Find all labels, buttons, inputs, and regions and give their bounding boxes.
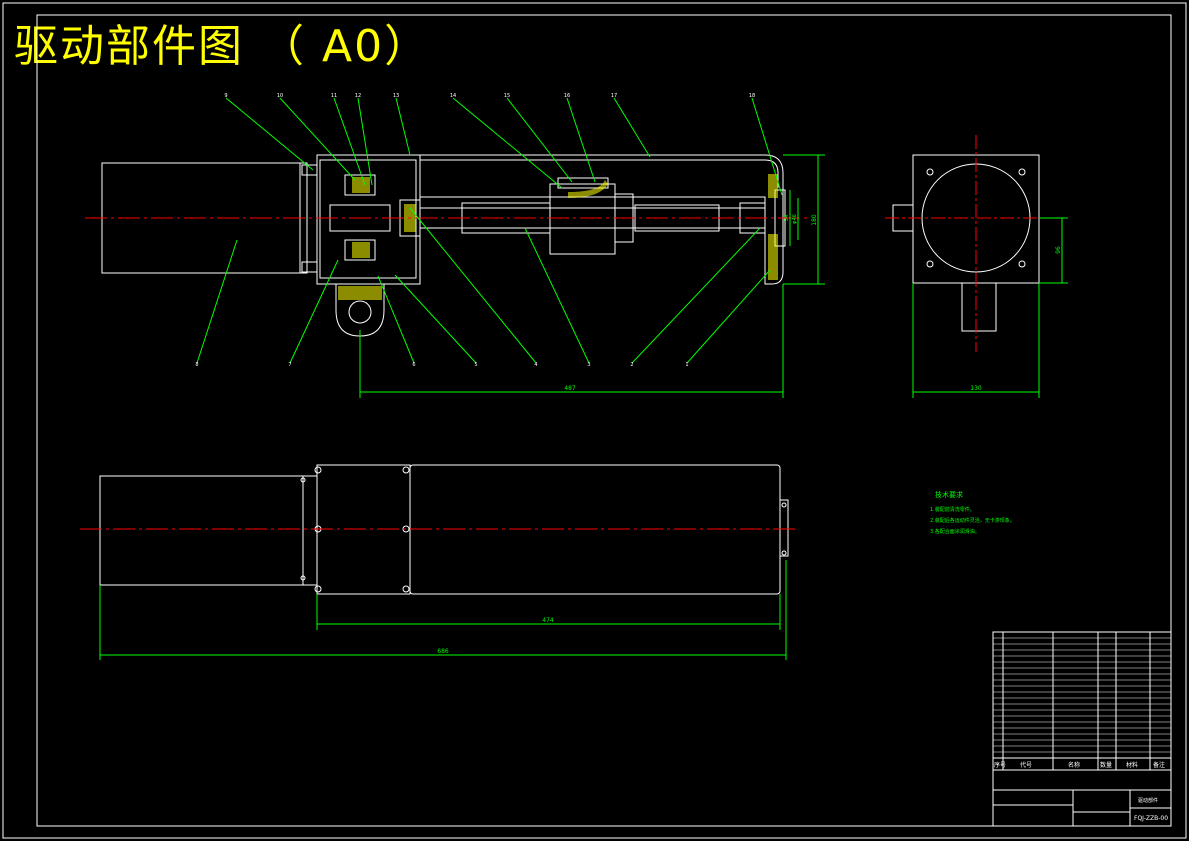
balloon-10: 10 xyxy=(277,93,283,99)
dim-front-length: 487 xyxy=(564,385,576,392)
balloon-13: 13 xyxy=(393,93,399,99)
balloon-8: 8 xyxy=(195,362,198,368)
notes-line-2: 2.装配后各运动件灵活，无卡滞现象。 xyxy=(930,517,1015,524)
notes-heading: 技术要求 xyxy=(935,490,963,499)
balloon-1: 1 xyxy=(685,362,688,368)
dim-top-overall: 686 xyxy=(437,648,449,655)
dim-end-bore: φ46 xyxy=(792,214,798,224)
drawing-title: 驱动部件图 （ A0） xyxy=(14,21,431,72)
balloon-4: 4 xyxy=(534,362,537,368)
top-motor xyxy=(99,475,304,586)
parts-rows xyxy=(993,637,1171,753)
top-dimensions xyxy=(99,560,787,660)
notes-line-3: 3.各配合面涂润滑油。 xyxy=(930,528,980,535)
title-block xyxy=(992,631,1172,827)
dim-front-height: 180 xyxy=(811,214,818,226)
balloon-7: 7 xyxy=(288,362,291,368)
col-header-code: 代号 xyxy=(1020,761,1032,769)
balloon-3: 3 xyxy=(587,362,590,368)
balloon-18: 18 xyxy=(749,93,755,99)
title-block-drawing-no: FQJ-ZZB-00 xyxy=(1134,815,1168,822)
section-hatch xyxy=(338,174,778,300)
balloon-14: 14 xyxy=(450,93,456,99)
balloon-12: 12 xyxy=(355,93,361,99)
balloon-6: 6 xyxy=(412,362,415,368)
balloon-9: 9 xyxy=(224,93,227,99)
dim-top-housing: 474 xyxy=(542,617,554,624)
side-view xyxy=(892,154,1040,332)
front-view xyxy=(101,154,786,337)
front-dimensions xyxy=(359,154,825,398)
col-header-material: 材料 xyxy=(1126,761,1138,769)
col-header-no: 序号 xyxy=(994,761,1006,769)
parts-list-frame xyxy=(992,631,1172,827)
balloon-2: 2 xyxy=(630,362,633,368)
leader-lines xyxy=(196,97,783,364)
lug-hole xyxy=(348,300,372,324)
title-block-part-name: 驱动部件 xyxy=(1138,797,1158,804)
col-header-note: 备注 xyxy=(1153,761,1165,769)
col-header-qty: 数量 xyxy=(1100,761,1112,769)
dim-side-height: 96 xyxy=(1055,246,1062,254)
drive-gear xyxy=(344,174,376,196)
outer-tube xyxy=(420,154,784,285)
notes-line-1: 1.装配前清洗零件。 xyxy=(930,506,975,513)
balloon-5: 5 xyxy=(474,362,477,368)
side-dimensions xyxy=(912,217,1068,398)
dim-end-bracket: 54 xyxy=(784,215,790,221)
col-header-name: 名称 xyxy=(1068,761,1080,769)
balloon-15: 15 xyxy=(504,93,510,99)
balloon-numbers: 9 10 11 12 13 14 15 16 17 18 8 7 6 5 4 3 2 1 xyxy=(195,93,755,368)
balloon-16: 16 xyxy=(564,93,570,99)
side-centerlines xyxy=(885,135,1065,352)
inner-border xyxy=(36,14,1172,827)
balloon-11: 11 xyxy=(331,93,337,99)
balloon-17: 17 xyxy=(611,93,617,99)
dim-side-width: 130 xyxy=(970,385,982,392)
